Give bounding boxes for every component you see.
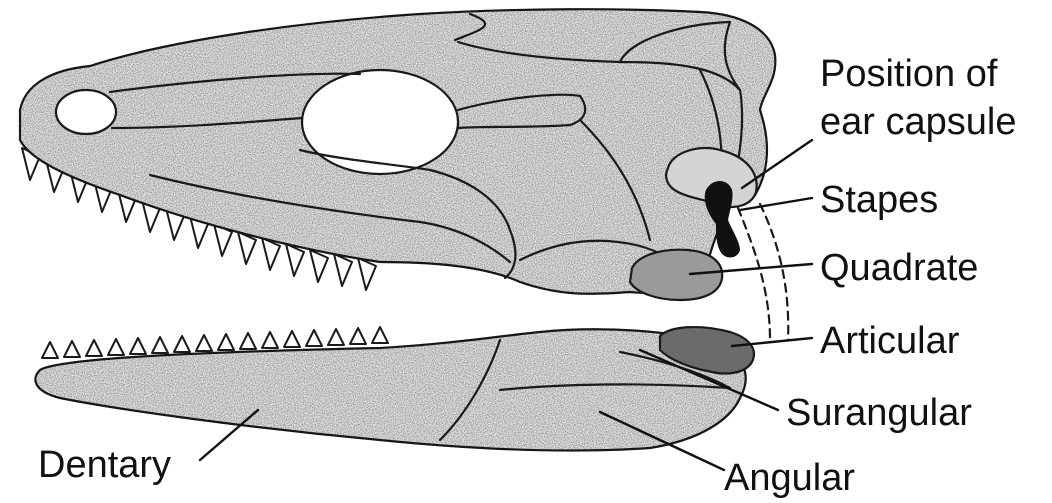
label-quadrate: Quadrate — [820, 247, 978, 289]
nostril — [56, 90, 116, 134]
lower-jaw — [35, 327, 754, 450]
label-dentary: Dentary — [38, 444, 171, 486]
quadrate — [630, 250, 722, 300]
label-angular: Angular — [724, 457, 855, 499]
label-ear-capsule-line2: ear capsule — [820, 101, 1016, 143]
label-stapes: Stapes — [820, 179, 938, 221]
orbit — [302, 70, 458, 174]
label-ear-capsule-line1: Position of — [820, 53, 998, 95]
label-articular: Articular — [820, 320, 960, 362]
label-surangular: Surangular — [786, 392, 972, 434]
